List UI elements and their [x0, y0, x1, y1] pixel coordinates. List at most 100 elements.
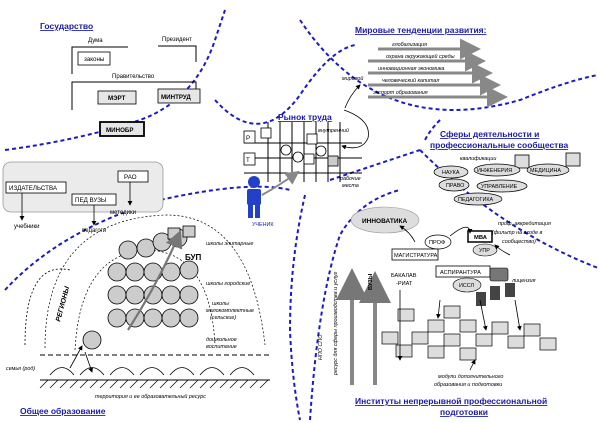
innovatics-label: ИННОВАТИКА: [362, 218, 407, 225]
internal-label: внутренний: [318, 127, 349, 134]
teachers-label: педагоги: [82, 228, 106, 234]
territory-label: территория и ее образовательный ресурс: [95, 393, 206, 400]
node-science-label: НАУКА: [442, 170, 460, 176]
title-professional-spheres-1: Сферы деятельности и: [440, 129, 539, 139]
boundary-sphere-top: [424, 119, 441, 141]
boundary-world-right: [299, 19, 599, 111]
title-state: Государство: [40, 21, 93, 31]
small-schools-line2: малокомплектные: [206, 308, 254, 314]
mintrud-box: [157, 88, 201, 104]
elite-schools-label: школы элитарные: [206, 241, 253, 247]
student-head: [248, 176, 260, 188]
methods-label: методики: [110, 210, 136, 216]
world-label: мировой: [342, 75, 363, 82]
continuing-education: ИННОВАТИКА ПРОФ МВА УПР МАГИСТРАТУРА БАК…: [318, 206, 557, 388]
textbooks-label: учебники: [14, 224, 39, 230]
workplaces-line2: места: [342, 183, 359, 189]
preschool-line1: дошкольное: [206, 337, 237, 343]
mba-label: МВА: [474, 235, 488, 241]
government-label: Правительство: [112, 74, 155, 80]
vuzy-label: ВУЗЫ: [368, 273, 374, 290]
mert-box: [97, 90, 137, 105]
minobr-box: [99, 121, 145, 137]
mert-label: МЭРТ: [108, 95, 126, 102]
trend-innovation: инновационная экономика: [378, 66, 444, 72]
mintrud-label: МИНТРУД: [161, 94, 191, 101]
regions-label: РЕГИОНЫ: [55, 285, 71, 323]
trend-human-capital: человеческий капитал: [382, 77, 439, 84]
rao-label: РАО: [124, 174, 137, 181]
family-label: семья (род): [6, 366, 35, 372]
node-management-label: УПРАВЛЕНИЕ: [481, 184, 518, 190]
bachelor-line1: БАКАЛАВ: [391, 273, 417, 279]
trend-globalization: глобализация: [392, 42, 427, 48]
preschool-line2: воспитание: [206, 344, 237, 350]
ped-universities-label: ПЕД ВУЗЫ: [75, 197, 106, 204]
minobr-label: МИНОБР: [106, 127, 133, 134]
workplaces-line1: рабочие: [339, 176, 361, 182]
student-label: УЧЕНИК: [252, 222, 274, 228]
magistracy-label: МАГИСТРАТУРА: [394, 253, 438, 259]
modules-line2: образования и подготовки: [434, 382, 502, 388]
laws-box: [77, 51, 111, 66]
issl-label: ИССЛ: [459, 283, 474, 289]
prof-label: ПРОФ: [429, 240, 445, 246]
row-t-label: Т: [246, 157, 250, 164]
upr-node: [472, 243, 498, 257]
publishers-box: [5, 181, 67, 194]
laws-label: законы: [84, 56, 105, 63]
student-figure: УЧЕНИК: [247, 170, 300, 228]
boundary-labor-top: [214, 44, 356, 125]
professional-spheres: квалификации НАУКА ИНЖЕНЕРИЯ МЕДИЦИНА ПР…: [433, 152, 581, 245]
publishing-block: ИЗДАТЕЛЬСТВА РАО ПЕД ВУЗЫ методики педаг…: [2, 161, 164, 234]
accreditation-line3: сообщество): [502, 239, 536, 245]
node-medicine: [526, 163, 570, 177]
trend-education-export: экспорт образования: [373, 90, 428, 96]
title-world-trends: Мировые тенденции развития:: [355, 25, 487, 35]
duma-label: Дума: [88, 38, 103, 44]
title-continuing-2: подготовки: [440, 407, 488, 417]
bup-label: БУП: [185, 253, 202, 262]
boundary-general-left: [4, 185, 291, 291]
president-label: Президент: [162, 37, 192, 43]
node-science: [433, 165, 469, 179]
node-engineering-label: ИНЖЕНЕРИЯ: [477, 168, 512, 174]
resource-label: ресурс для сферы производства и услуг: [333, 271, 339, 376]
title-labor-market: Рынок труда: [278, 112, 332, 122]
issl-node: [452, 277, 482, 293]
license-label: лицензия: [511, 278, 536, 284]
title-professional-spheres-2: профессиональные сообщества: [430, 140, 568, 150]
general-education: РЕГИОНЫ БУП школы элитарные школы городс…: [6, 214, 270, 400]
publishers-label: ИЗДАТЕЛЬСТВА: [9, 185, 58, 192]
city-schools-label: школы городские: [206, 281, 250, 287]
small-schools-line3: (сельские): [210, 315, 236, 321]
qualifications-label: квалификации: [460, 156, 496, 162]
world-trends-block: глобализация охрана окружающей среды инн…: [342, 38, 508, 109]
title-general-education: Общее образование: [20, 406, 106, 416]
modules-line1: модули дополнительного: [438, 374, 503, 380]
bachelor-line2: -РИАТ: [396, 281, 413, 287]
state-block: Дума Президент законы Правительство МЭРТ…: [71, 37, 201, 137]
upr-label: УПР: [479, 248, 490, 254]
row-t-box: [243, 152, 256, 166]
boundary-labor-right: [329, 149, 421, 181]
row-p-box: [243, 130, 256, 144]
node-engineering: [473, 163, 521, 177]
node-pedagogy: [453, 192, 503, 206]
boundary-curves: [4, 9, 599, 421]
boundary-professional-low: [419, 149, 599, 269]
labor-market-grid: Р Т внутренний рабочие места: [243, 109, 369, 189]
aspirantura-label: АСПИРАНТУРА: [440, 270, 481, 276]
title-continuing-1: Институты непрерывной профессиональной: [355, 396, 547, 406]
node-law-label: ПРАВО: [446, 183, 464, 189]
row-p-label: Р: [246, 135, 250, 142]
node-law: [438, 178, 470, 192]
spo-label: НПО СПО: [318, 334, 324, 360]
magistracy-box: [391, 248, 439, 261]
accreditation-line1: проф. аккредитация: [498, 221, 551, 227]
rao-box: [117, 170, 149, 183]
boundary-continuing-left: [309, 189, 401, 421]
mba-box: [467, 230, 493, 243]
node-pedagogy-label: ПЕДАГОГИКА: [458, 197, 493, 203]
